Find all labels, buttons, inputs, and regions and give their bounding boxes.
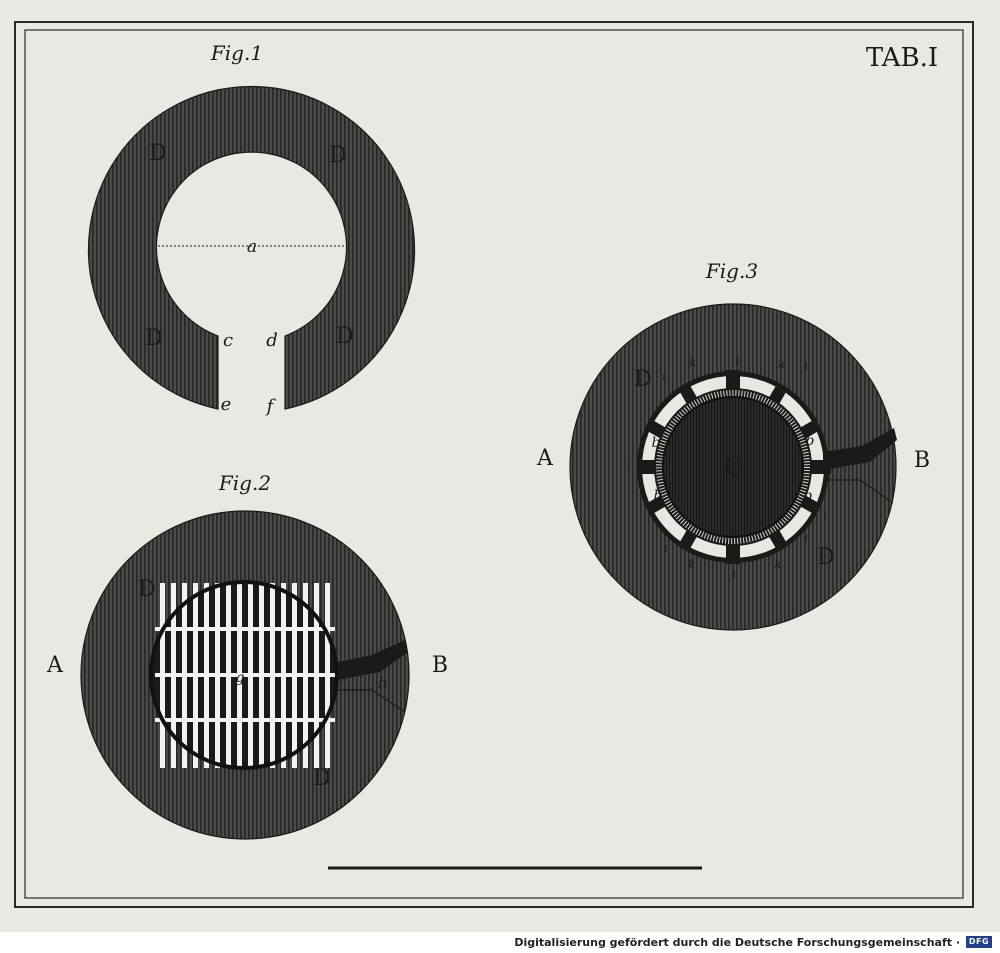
plate-inner-border bbox=[24, 29, 964, 899]
fig3-label-k-top-right: k bbox=[779, 358, 786, 371]
fig2-flue-outline bbox=[338, 689, 406, 713]
figure-3: Fig.3 A B C D D b b b b k bbox=[536, 259, 930, 631]
fig2-caption: Fig.2 bbox=[218, 471, 271, 495]
fig3-label-i-right: i bbox=[823, 510, 827, 523]
fig1-label-c: c bbox=[223, 330, 233, 351]
fig3-label-i-top-right: i bbox=[804, 360, 808, 373]
fig1-label-d: d bbox=[266, 330, 278, 351]
fig2-grate-outline bbox=[149, 580, 339, 770]
fig2-flue-channel bbox=[338, 640, 408, 680]
fig3-flue-outline bbox=[828, 479, 894, 504]
fig3-label-D-top: D bbox=[634, 367, 652, 392]
fig3-ring-blocks bbox=[637, 370, 831, 564]
fig3-label-k-top-left: k bbox=[690, 356, 697, 369]
fig2-label-D-top: D bbox=[138, 577, 156, 602]
fig3-label-B: B bbox=[914, 448, 930, 473]
fig3-ring-dotted-band bbox=[656, 390, 810, 544]
fig1-label-D-bottom-right: D bbox=[336, 324, 354, 349]
fig1-caption: Fig.1 bbox=[210, 41, 263, 65]
fig1-open-ring bbox=[87, 85, 416, 410]
dfg-logo: DFG bbox=[966, 936, 992, 948]
fig3-label-b-upper-left: b bbox=[652, 435, 661, 451]
fig3-label-i-bottom-right: i bbox=[804, 532, 808, 545]
fig3-label-b-lower-left: b bbox=[654, 488, 663, 504]
fig1-label-D-bottom-left: D bbox=[145, 326, 163, 351]
fig2-label-D-bottom: D bbox=[313, 766, 331, 791]
fig3-label-b-upper-right: b bbox=[806, 433, 815, 449]
fig3-flue-channel bbox=[823, 428, 897, 470]
fig3-label-i-bottom: i bbox=[732, 568, 736, 581]
fig2-label-g: g bbox=[236, 670, 245, 686]
digitization-credit-text: Digitalisierung gefördert durch die Deut… bbox=[514, 936, 960, 949]
fig1-label-e: e bbox=[221, 394, 232, 415]
fig3-label-A: A bbox=[536, 446, 554, 471]
fig3-label-i-bottom-left: i bbox=[664, 542, 668, 555]
figure-1: Fig.1 D D D D a c d e f bbox=[87, 41, 416, 417]
fig2-label-A: A bbox=[46, 653, 64, 678]
fig3-label-k-bottom-left: k bbox=[689, 558, 696, 571]
fig2-grate-bars bbox=[155, 583, 335, 768]
plate-outer-border bbox=[14, 21, 974, 908]
fig3-label-i-top-left: i bbox=[662, 370, 666, 383]
fig2-label-h: h bbox=[378, 674, 388, 692]
fig1-label-D-top-right: D bbox=[329, 143, 347, 168]
fig3-label-i-top: i bbox=[736, 355, 740, 368]
fig2-label-B: B bbox=[432, 653, 448, 678]
digitization-credit-bar: Digitalisierung gefördert durch die Deut… bbox=[0, 932, 1000, 953]
fig3-inner-crucible bbox=[662, 396, 804, 538]
fig3-label-i-left: i bbox=[627, 459, 631, 472]
fig3-caption: Fig.3 bbox=[705, 259, 758, 283]
fig1-label-f: f bbox=[265, 396, 277, 417]
fig3-label-C: C bbox=[724, 453, 742, 481]
fig1-label-a: a bbox=[247, 237, 257, 257]
fig3-label-b-lower-right: b bbox=[804, 488, 813, 504]
fig3-label-k-bottom-right: k bbox=[775, 558, 782, 571]
fig1-label-D-top-left: D bbox=[149, 141, 167, 166]
figure-2: Fig.2 A B D D bbox=[46, 471, 448, 840]
plate-title: TAB.I bbox=[866, 43, 938, 73]
fig3-label-D-bottom: D bbox=[817, 545, 835, 570]
